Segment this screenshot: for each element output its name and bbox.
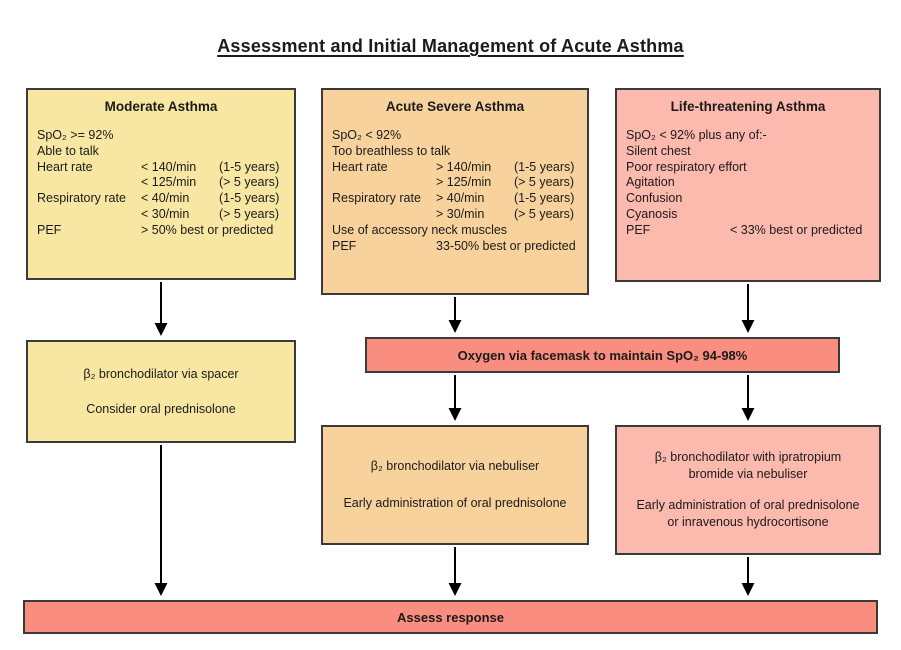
criteria-value: < 140/min bbox=[141, 159, 197, 174]
criteria-value: > 140/min bbox=[436, 159, 492, 174]
criteria-label bbox=[332, 175, 436, 191]
criteria-age: (> 5 years) bbox=[219, 175, 280, 190]
criteria-text: Confusion bbox=[626, 191, 683, 206]
criteria-text: SpO₂ < 92% plus any of:- bbox=[626, 128, 767, 142]
criteria-text: Silent chest bbox=[626, 143, 691, 158]
criteria-text: Too breathless to talk bbox=[332, 143, 451, 158]
criteria-row: Silent chest bbox=[626, 144, 870, 160]
criteria-row: Heart rate < 140/min (1-5 years) bbox=[37, 160, 285, 176]
box-acute-severe-asthma: Acute Severe Asthma SpO₂ < 92%Too breath… bbox=[321, 88, 589, 295]
box-bronchodilator-nebuliser: β₂ bronchodilator via nebuliser Early ad… bbox=[321, 425, 589, 545]
criteria-value: < 33% best or predicted bbox=[730, 222, 863, 237]
assess-response-bar: Assess response bbox=[23, 600, 878, 634]
criteria-row: Able to talk bbox=[37, 144, 285, 160]
criteria-age: (1-5 years) bbox=[514, 159, 575, 174]
criteria-row: Too breathless to talk bbox=[332, 144, 578, 160]
box-title-life: Life-threatening Asthma bbox=[670, 99, 826, 114]
criteria-row: SpO₂ < 92% bbox=[332, 128, 578, 144]
criteria-label bbox=[37, 175, 141, 191]
criteria-text: Agitation bbox=[626, 175, 675, 190]
treatment-line: β₂ bronchodilator with ipratropium bromi… bbox=[654, 450, 842, 481]
criteria-row: Cyanosis bbox=[626, 207, 870, 223]
criteria-label bbox=[332, 207, 436, 223]
treatment-line: β₂ bronchodilator via nebuliser bbox=[370, 459, 540, 473]
criteria-row: Respiratory rate > 40/min (1-5 years) bbox=[332, 191, 578, 207]
criteria-text: Cyanosis bbox=[626, 206, 678, 221]
criteria-row: SpO₂ < 92% plus any of:- bbox=[626, 128, 870, 144]
oxygen-facemask-bar: Oxygen via facemask to maintain SpO₂ 94-… bbox=[365, 337, 840, 373]
criteria-text: Able to talk bbox=[37, 143, 99, 158]
box-life-threatening-asthma: Life-threatening Asthma SpO₂ < 92% plus … bbox=[615, 88, 881, 282]
criteria-age: (> 5 years) bbox=[514, 175, 575, 190]
criteria-label: Respiratory rate bbox=[37, 191, 126, 206]
criteria-row: < 30/min (> 5 years) bbox=[37, 207, 285, 223]
criteria-age: (1-5 years) bbox=[219, 159, 280, 174]
criteria-value: < 40/min bbox=[141, 191, 190, 206]
criteria-value: < 30/min bbox=[141, 206, 190, 221]
criteria-row: Use of accessory neck muscles bbox=[332, 223, 578, 239]
criteria-row: > 30/min (> 5 years) bbox=[332, 207, 578, 223]
criteria-row: SpO₂ >= 92% bbox=[37, 128, 285, 144]
criteria-row: Heart rate > 140/min (1-5 years) bbox=[332, 160, 578, 176]
criteria-age: (> 5 years) bbox=[514, 206, 575, 221]
box-title-moderate: Moderate Asthma bbox=[104, 99, 218, 114]
criteria-text: Use of accessory neck muscles bbox=[332, 222, 508, 237]
criteria-value: > 125/min bbox=[436, 175, 492, 190]
oxygen-facemask-label: Oxygen via facemask to maintain SpO₂ 94-… bbox=[457, 347, 748, 363]
criteria-age: (1-5 years) bbox=[219, 191, 280, 206]
criteria-value: < 125/min bbox=[141, 175, 197, 190]
criteria-row: Agitation bbox=[626, 175, 870, 191]
criteria-value: > 40/min bbox=[436, 191, 485, 206]
criteria-value: > 30/min bbox=[436, 206, 485, 221]
criteria-label: PEF bbox=[626, 222, 651, 237]
criteria-age: (> 5 years) bbox=[219, 206, 280, 221]
criteria-label: PEF bbox=[37, 222, 62, 237]
criteria-label: Respiratory rate bbox=[332, 191, 421, 206]
assess-response-label: Assess response bbox=[397, 609, 504, 625]
criteria-row: < 125/min (> 5 years) bbox=[37, 175, 285, 191]
criteria-age: (1-5 years) bbox=[514, 191, 575, 206]
page-title: Assessment and Initial Management of Acu… bbox=[217, 36, 684, 56]
criteria-text: Poor respiratory effort bbox=[626, 159, 747, 174]
treatment-line: Early administration of oral prednisolon… bbox=[343, 496, 567, 510]
criteria-value: 33-50% best or predicted bbox=[436, 238, 576, 253]
treatment-line: β₂ bronchodilator via spacer bbox=[83, 366, 239, 381]
treatment-line: Consider oral prednisolone bbox=[86, 401, 236, 416]
criteria-row: Poor respiratory effort bbox=[626, 160, 870, 176]
criteria-row: PEF > 50% best or predicted bbox=[37, 223, 285, 239]
criteria-label: PEF bbox=[332, 238, 357, 253]
box-bronchodilator-ipratropium: β₂ bronchodilator with ipratropium bromi… bbox=[615, 425, 881, 555]
criteria-row: > 125/min (> 5 years) bbox=[332, 175, 578, 191]
criteria-label: Heart rate bbox=[332, 159, 388, 174]
criteria-row: PEF < 33% best or predicted bbox=[626, 223, 870, 239]
box-title-severe: Acute Severe Asthma bbox=[385, 99, 525, 114]
criteria-row: PEF 33-50% best or predicted bbox=[332, 239, 578, 255]
treatment-line: Early administration of oral prednisolon… bbox=[636, 498, 860, 529]
box-bronchodilator-spacer: β₂ bronchodilator via spacer Consider or… bbox=[26, 340, 296, 443]
criteria-label: Heart rate bbox=[37, 159, 93, 174]
criteria-value: > 50% best or predicted bbox=[141, 222, 274, 237]
criteria-row: Respiratory rate < 40/min (1-5 years) bbox=[37, 191, 285, 207]
criteria-text: SpO₂ < 92% bbox=[332, 128, 402, 142]
criteria-row: Confusion bbox=[626, 191, 870, 207]
criteria-text: SpO₂ >= 92% bbox=[37, 128, 114, 142]
criteria-label bbox=[37, 207, 141, 223]
